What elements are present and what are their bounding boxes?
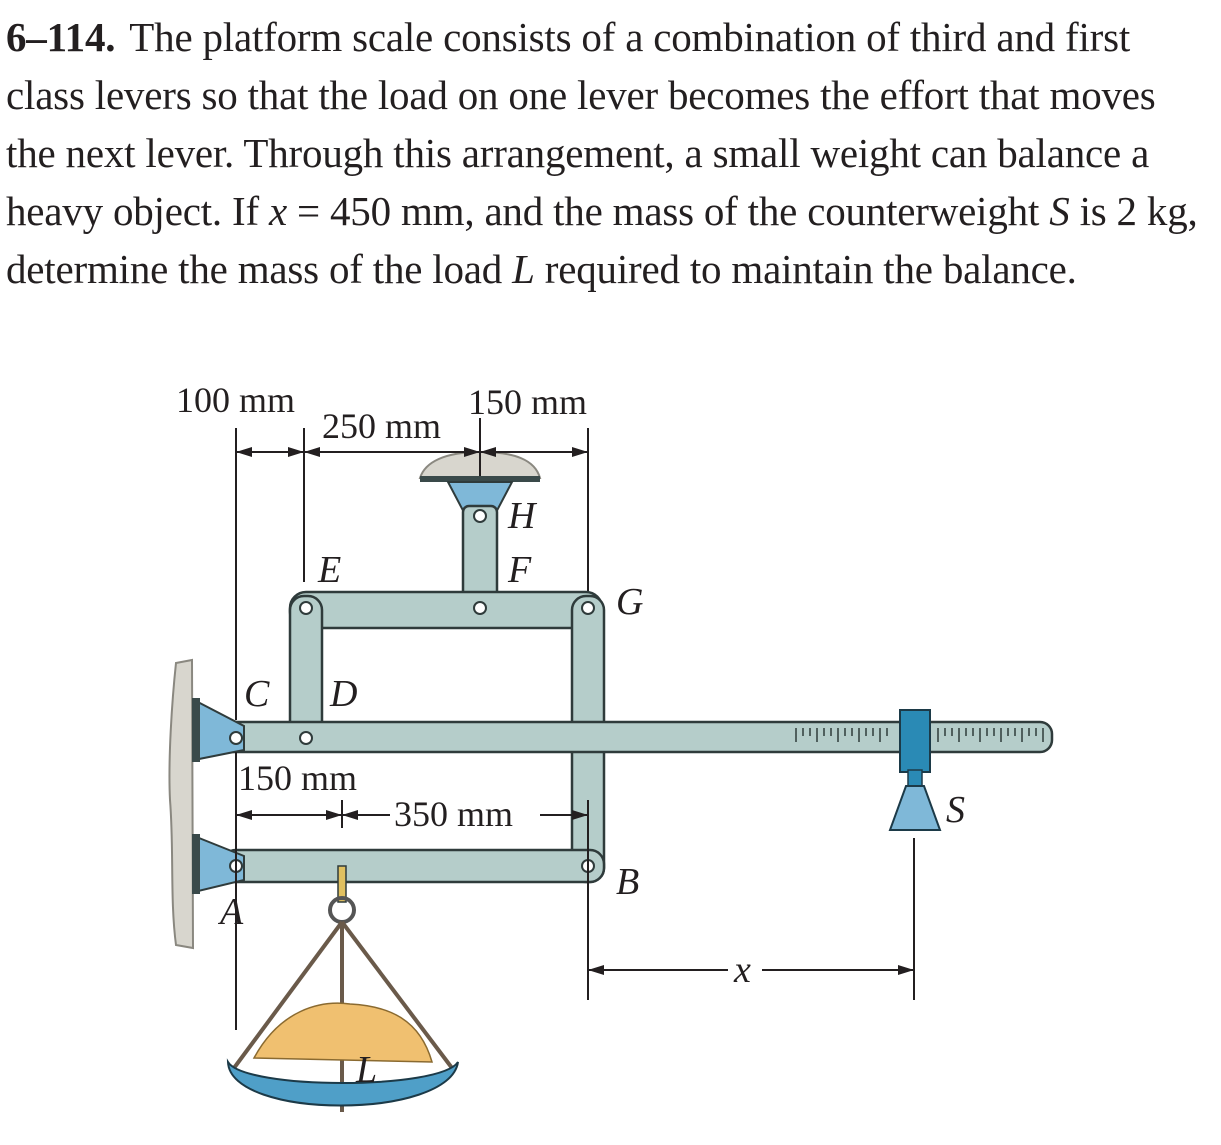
label-h: H xyxy=(507,495,538,537)
ceiling-plate xyxy=(420,476,540,482)
label-l: L xyxy=(355,1049,377,1091)
problem-text-3: is 2 kg, determine the mass of the load xyxy=(6,188,1198,292)
problem-number: 6–114. xyxy=(6,14,116,60)
var-x: x xyxy=(268,188,287,234)
dim-x: x xyxy=(733,949,751,991)
dim-100mm: 100 mm xyxy=(176,380,295,420)
label-f: F xyxy=(507,549,532,591)
dim-250mm: 250 mm xyxy=(322,406,441,446)
dim-150mm-bottom: 150 mm xyxy=(238,758,357,798)
var-s: S xyxy=(1049,188,1070,234)
label-b: B xyxy=(616,861,639,903)
dimension-lines-bottom xyxy=(235,752,915,1030)
dim-150mm-top: 150 mm xyxy=(468,382,587,422)
dim-350mm: 350 mm xyxy=(394,794,513,834)
lever-eg xyxy=(288,590,604,630)
counterweight-s xyxy=(888,709,942,831)
problem-statement: 6–114.The platform scale consists of a c… xyxy=(6,8,1214,298)
wall-support xyxy=(168,658,195,950)
var-l: L xyxy=(512,246,535,292)
label-s: S xyxy=(946,789,965,831)
problem-text-1: The platform scale consists of a combina… xyxy=(6,14,1156,234)
label-a: A xyxy=(217,891,244,933)
label-g: G xyxy=(616,581,643,623)
dimension-lines-top xyxy=(235,418,589,720)
wall-brackets xyxy=(192,698,245,894)
label-d: D xyxy=(329,673,357,715)
lever-ab xyxy=(220,848,606,884)
label-c: C xyxy=(244,673,270,715)
label-e: E xyxy=(317,549,341,591)
problem-text-4: required to maintain the balance. xyxy=(534,246,1077,292)
load-pan-l xyxy=(226,865,459,1112)
problem-text-2: = 450 mm, and the mass of the counterwei… xyxy=(286,188,1050,234)
scale-graduations xyxy=(795,728,1044,742)
